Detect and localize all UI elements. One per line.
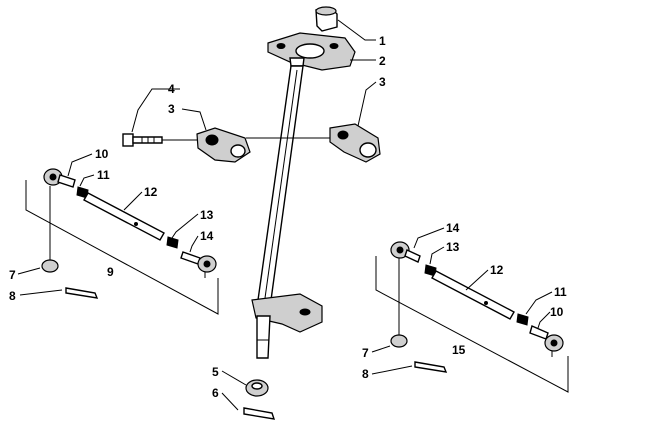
bolt-head [122, 133, 134, 147]
bearing-left-bore [230, 144, 246, 158]
jam-nut-right-b [516, 313, 529, 326]
tie-rod-right-flat [484, 301, 488, 305]
leader-13b [429, 246, 445, 265]
bearing-left-hole [205, 134, 219, 146]
callout-3-right: 3 [379, 75, 386, 89]
steering-cap-top [315, 6, 337, 16]
callout-3-left: 3 [168, 102, 175, 116]
callout-10-right: 10 [550, 305, 564, 319]
leader-7b [371, 345, 391, 353]
callout-2: 2 [379, 54, 386, 68]
callout-8-left: 8 [9, 289, 16, 303]
leader-10b [537, 311, 551, 329]
callout-13-right: 13 [446, 240, 460, 254]
steering-post-assembly [251, 6, 356, 359]
leader-11b [525, 291, 553, 315]
callout-6: 6 [212, 386, 219, 400]
steering-shaft [257, 65, 304, 301]
callout-9: 9 [107, 265, 114, 279]
bearing-right-bore [359, 142, 377, 158]
pitman-hardware [243, 379, 276, 420]
callout-4: 4 [168, 82, 175, 96]
tie-rod-end-left-b-stem [180, 251, 201, 265]
bearing-half-left [196, 127, 251, 163]
bolt-threads [141, 137, 155, 143]
castle-nut-right [390, 334, 408, 348]
leader-3b [357, 81, 377, 127]
tie-rod-end-right-a-hole [396, 246, 404, 254]
castle-nut-left [41, 259, 59, 273]
leader-8a [19, 289, 63, 296]
leader-1 [337, 19, 376, 41]
plate-bolt-hole-right [329, 43, 339, 49]
callout-labels: 1 2 3 3 4 10 11 12 13 14 7 9 8 14 13 12 … [9, 34, 567, 400]
cotter-pin-right [414, 361, 448, 373]
callout-5: 5 [212, 365, 219, 379]
tie-rod-end-left-a-stem [57, 174, 76, 188]
callout-14-left: 14 [200, 229, 214, 243]
tie-rod-assembly-right [375, 241, 569, 393]
tie-rod-left-bracket [25, 180, 219, 315]
leader-11a [79, 174, 95, 187]
leader-7a [17, 267, 41, 275]
leader-6 [221, 392, 239, 411]
jam-nut-left-b [166, 236, 179, 249]
tie-rod-assembly-left [25, 168, 219, 315]
plate-neck [289, 57, 305, 67]
pitman-arm-hole [299, 308, 311, 316]
leader-lines [17, 19, 553, 411]
tie-rod-right [431, 270, 515, 320]
callout-7-left: 7 [9, 268, 16, 282]
steering-shaft-lower [256, 315, 271, 359]
leader-12b [465, 269, 489, 291]
pitman-cotter-pin [243, 407, 276, 420]
leader-8b [371, 365, 413, 375]
cotter-pin-left [65, 287, 99, 299]
leader-10a [67, 153, 93, 177]
callout-7-right: 7 [362, 346, 369, 360]
tie-rod-end-right-a-stem [404, 249, 421, 263]
tie-rod-right-bracket [375, 256, 569, 393]
leader-12a [123, 191, 143, 211]
leader-13a [171, 213, 199, 239]
leader-5 [221, 370, 247, 386]
callout-11-right: 11 [554, 285, 567, 299]
tie-rod-end-left-a-hole [49, 173, 57, 181]
callout-8-right: 8 [362, 367, 369, 381]
tie-rod-left [83, 192, 165, 241]
tie-rod-left-flat [134, 222, 138, 226]
callout-13-left: 13 [200, 208, 214, 222]
leader-14b [413, 227, 445, 249]
tie-rod-end-right-b-hole [550, 339, 558, 347]
callout-14-right: 14 [446, 221, 460, 235]
plate-center-hole [295, 43, 325, 59]
bearing-right-hole [337, 130, 349, 140]
pitman-nut-hole [251, 382, 263, 390]
callout-1: 1 [379, 34, 386, 48]
leader-14a [189, 235, 199, 253]
callout-15: 15 [452, 343, 466, 357]
callout-11-left: 11 [97, 168, 110, 182]
callout-10-left: 10 [95, 147, 109, 161]
tie-rod-end-left-b-hole [203, 260, 211, 268]
callout-12-right: 12 [490, 263, 504, 277]
callout-12-left: 12 [144, 185, 158, 199]
tie-rod-end-right-b-stem [529, 325, 549, 340]
bearing-assembly [122, 123, 381, 163]
shaft-highlight [264, 69, 298, 299]
plate-bolt-hole-left [276, 43, 286, 49]
leader-4 [131, 88, 180, 133]
leader-3a [181, 108, 207, 131]
